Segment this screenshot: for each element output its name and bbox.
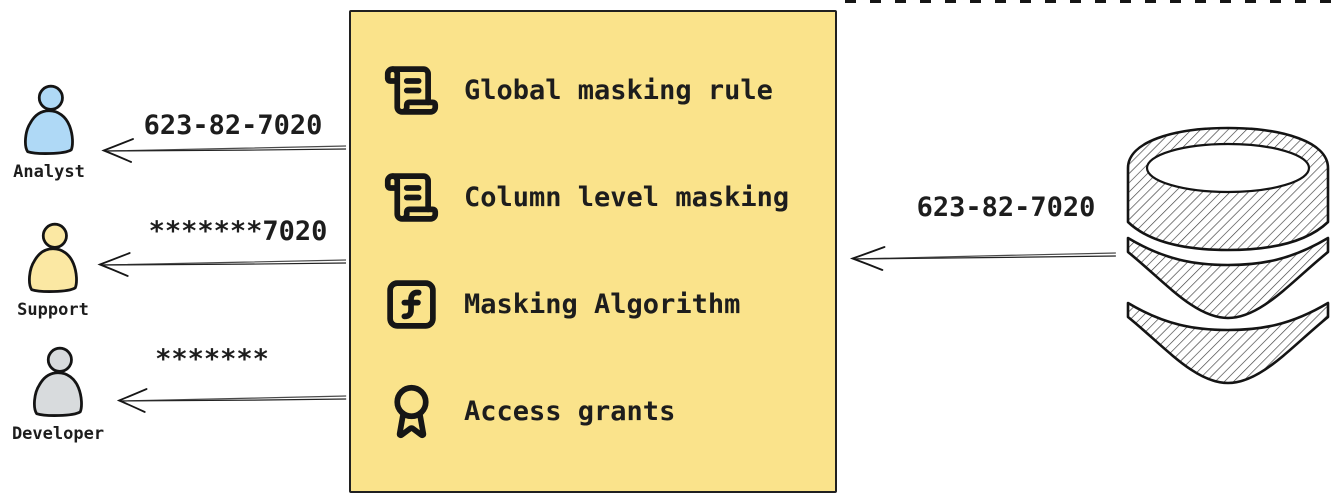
access-grants-label: Access grants xyxy=(464,396,676,427)
left-arrow-icon xyxy=(116,388,347,413)
analyst-arrow-value: 623-82-7020 xyxy=(143,110,323,141)
support-figure: Support xyxy=(6,222,100,320)
support-arrow-value: *******7020 xyxy=(148,216,328,247)
column-level-masking-item: Column level masking xyxy=(383,169,825,226)
left-arrow-icon xyxy=(849,246,1116,271)
canvas-edge-dashes xyxy=(845,0,1340,3)
scroll-text-icon xyxy=(384,173,439,222)
person-icon xyxy=(33,346,83,417)
developer-label: Developer xyxy=(11,424,105,444)
database-icon xyxy=(1126,126,1330,385)
function-square-icon xyxy=(387,280,436,329)
masking-algorithm-item: Masking Algorithm xyxy=(383,276,825,333)
support-label: Support xyxy=(17,300,89,320)
database-arrow-value: 623-82-7020 xyxy=(916,192,1096,223)
column-level-masking-label: Column level masking xyxy=(464,182,790,213)
analyst-label: Analyst xyxy=(13,162,85,182)
global-masking-rule-label: Global masking rule xyxy=(464,75,773,106)
access-grants-item: Access grants xyxy=(383,383,825,440)
masking-policy-box: Global masking rule Column level masking… xyxy=(349,10,837,493)
scroll-text-icon xyxy=(384,66,439,115)
left-arrow-icon xyxy=(97,252,347,277)
developer-arrow-value: ******* xyxy=(155,344,269,375)
left-arrow-icon xyxy=(101,138,347,163)
person-icon xyxy=(24,84,74,155)
person-icon xyxy=(28,222,78,293)
masking-algorithm-label: Masking Algorithm xyxy=(464,289,741,320)
global-masking-rule-item: Global masking rule xyxy=(383,62,825,119)
analyst-figure: Analyst xyxy=(2,84,96,182)
award-icon xyxy=(394,384,429,439)
developer-figure: Developer xyxy=(6,346,110,444)
